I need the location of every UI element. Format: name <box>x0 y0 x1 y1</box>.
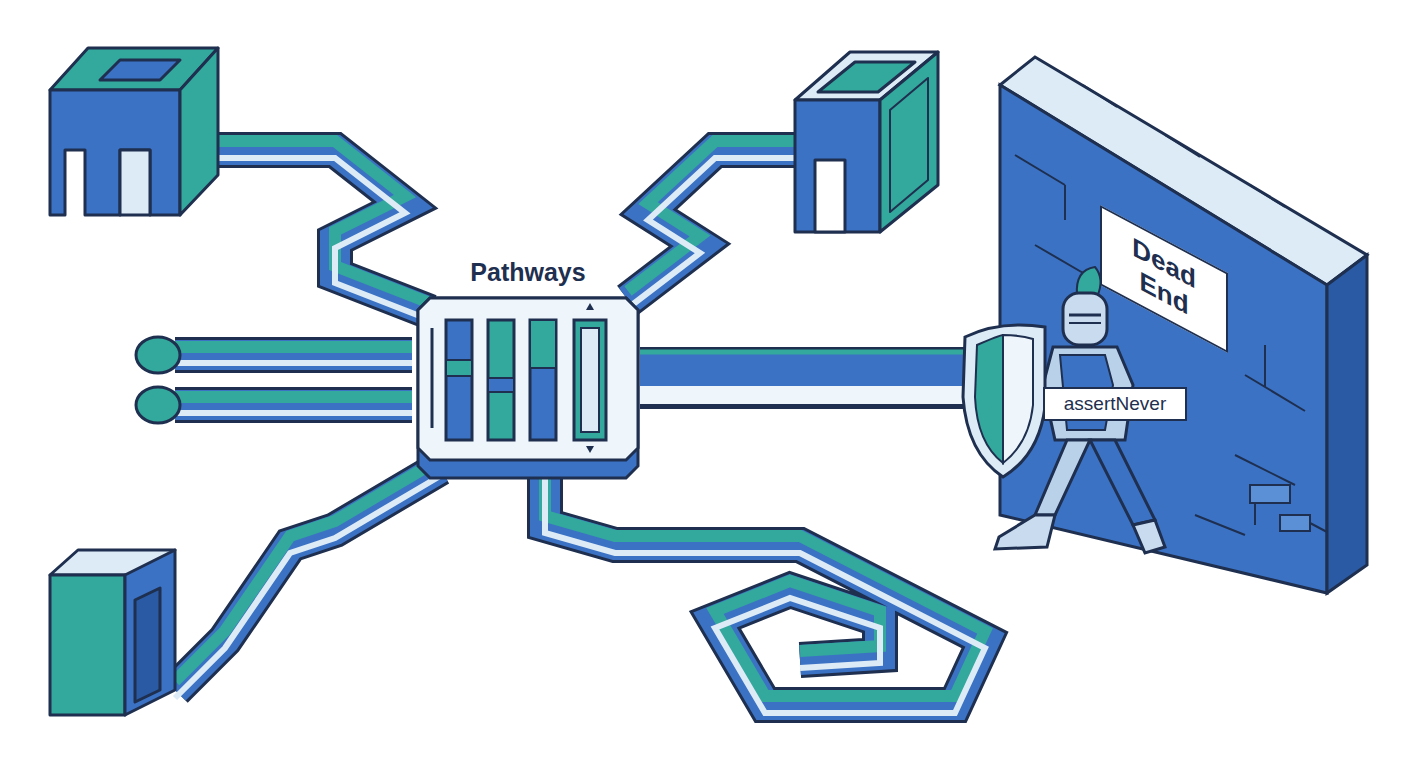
illustration-shape <box>628 158 795 308</box>
illustration-shape <box>1069 322 1101 324</box>
illustration-shape <box>581 328 599 432</box>
illustration-shape <box>1090 440 1155 525</box>
illustration-shape <box>640 350 965 355</box>
illustration-shape <box>574 320 606 440</box>
illustration-shape <box>995 515 1055 549</box>
illustration-shape <box>1015 155 1327 535</box>
illustration-shape <box>1063 293 1107 345</box>
illustration-shape <box>418 298 638 478</box>
corridor <box>215 141 430 320</box>
illustration-shape <box>50 90 180 215</box>
illustration-shape <box>1327 255 1367 593</box>
illustration-shape <box>175 340 412 370</box>
illustration-shape <box>640 386 965 404</box>
illustration-shape <box>545 461 985 696</box>
illustration-shape <box>175 387 412 423</box>
corridor <box>545 461 985 713</box>
illustration-shape <box>975 335 1003 463</box>
illustration-shape <box>175 391 412 403</box>
illustration-shape <box>1250 185 1285 207</box>
illustration-shape <box>215 141 430 303</box>
illustration-shape <box>640 347 965 409</box>
illustration-shape <box>100 60 180 80</box>
corridor <box>175 397 412 413</box>
illustration-shape <box>963 325 1045 477</box>
illustration-shape <box>418 298 638 460</box>
shield-label: assertNever <box>1043 387 1187 421</box>
illustration-shape <box>586 446 594 453</box>
corridor-connector <box>640 352 965 395</box>
illustration-shape <box>50 575 125 715</box>
illustration-shape <box>1250 485 1310 531</box>
illustration-shape <box>1069 314 1101 317</box>
illustration-shape <box>1035 440 1090 515</box>
illustration-shape <box>640 350 965 386</box>
illustration-shape <box>446 320 472 440</box>
illustration-shape <box>1083 85 1117 107</box>
guard-knight: assertNever <box>955 265 1195 560</box>
room-block <box>50 550 175 715</box>
illustration-shape <box>488 320 514 440</box>
illustration-shape <box>175 341 412 353</box>
illustration-shape <box>530 320 556 440</box>
illustration-shape <box>1165 135 1200 157</box>
illustration-shape <box>586 303 594 310</box>
illustration-shape <box>530 320 556 368</box>
corridor <box>175 347 412 363</box>
hub-box: Pathways <box>408 248 648 480</box>
illustration-shape <box>175 476 440 698</box>
illustration-shape <box>431 328 434 428</box>
illustration-shape <box>1250 485 1290 503</box>
illustration-shape <box>890 78 928 212</box>
illustration-shape <box>815 160 845 232</box>
corridor <box>175 459 440 698</box>
hub-heading: Pathways <box>408 252 648 292</box>
illustration-shape <box>136 337 180 373</box>
corridor <box>628 141 795 308</box>
illustration-shape <box>120 150 150 215</box>
illustration-shape <box>795 100 880 232</box>
illustration-shape <box>175 459 440 681</box>
illustration-shape <box>488 378 514 392</box>
illustration-shape <box>1015 155 1327 535</box>
room-block <box>50 48 218 215</box>
illustration-shape <box>135 588 160 702</box>
illustration-shape <box>175 410 412 416</box>
room-block <box>795 52 938 232</box>
entry-circle <box>136 337 180 423</box>
illustration-shape <box>446 360 472 376</box>
illustration-shape <box>1133 520 1165 553</box>
connector-line <box>640 377 965 379</box>
illustration-shape <box>1280 515 1310 531</box>
illustration-shape <box>215 158 430 320</box>
illustration-shape <box>136 387 180 423</box>
illustration-shape <box>175 390 412 420</box>
illustration-shape <box>1003 335 1033 463</box>
illustration-shape <box>880 52 938 232</box>
illustration-shape <box>180 48 218 215</box>
illustration-shape <box>545 478 985 713</box>
illustration-shape <box>175 337 412 373</box>
illustration-shape <box>125 550 175 715</box>
illustration-shape <box>175 360 412 366</box>
